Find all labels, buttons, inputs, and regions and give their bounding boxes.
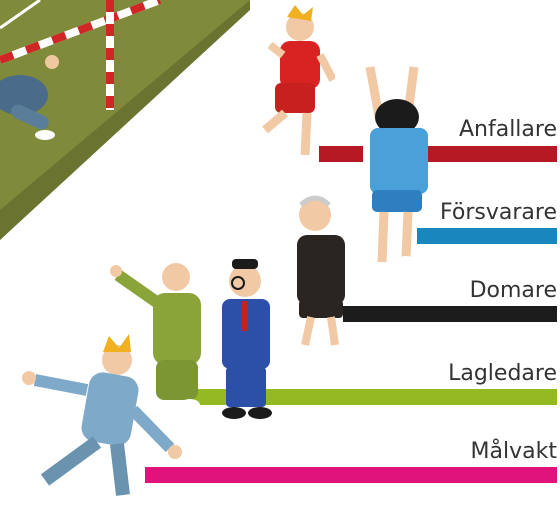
goal-crossbar-stripes [0,0,162,64]
diving-keeper-figure [0,55,59,140]
role-bar-anfallare-left [319,146,363,162]
role-bar-forsvarare [417,228,557,244]
striker-figure [236,5,335,169]
role-label-anfallare: Anfallare [458,117,557,142]
role-label-lagledare: Lagledare [448,361,557,386]
manager-figure [222,259,272,419]
role-label-malvakt: Målvakt [470,439,557,464]
goalkeeper-figure [19,334,182,513]
role-bar-lagledare [193,389,557,405]
role-bar-domare [343,306,557,322]
role-label-domare: Domare [469,278,557,303]
role-bar-anfallare [427,146,557,162]
defender-figure [365,66,428,274]
field-line [0,0,41,30]
referee-figure [294,195,346,356]
role-bar-malvakt [145,467,557,483]
role-label-forsvarare: Försvarare [440,200,557,225]
field-shadow [0,0,250,240]
coach-figure [110,263,201,417]
